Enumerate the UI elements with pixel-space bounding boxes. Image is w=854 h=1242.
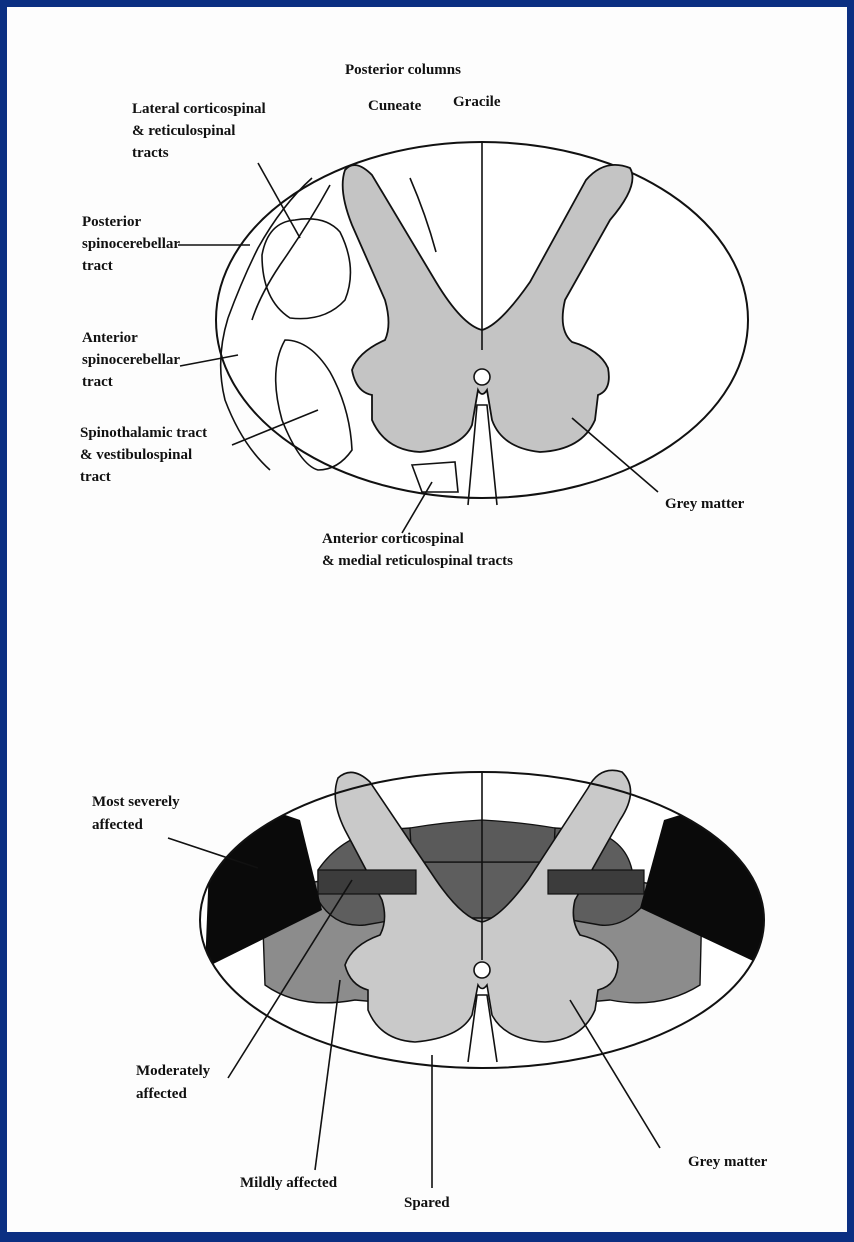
label-anterior-spinocerebellar-1: Anterior [82,330,138,346]
label-moderately-2: affected [136,1086,187,1102]
left-horizontal-bar [318,870,416,894]
label-cuneate: Cuneate [368,98,422,114]
label-gracile: Gracile [453,94,501,110]
bottom-cross-section [168,770,768,1188]
label-grey-matter-bottom: Grey matter [688,1154,768,1170]
label-lateral-corticospinal-3: tracts [132,145,169,161]
label-most-severely-2: affected [92,817,143,833]
bottom-central-canal [474,962,490,978]
label-anterior-corticospinal-2: & medial reticulospinal tracts [322,553,513,569]
top-cross-section [178,142,748,533]
label-mildly: Mildly affected [240,1175,338,1191]
label-moderately-1: Moderately [136,1063,211,1079]
label-grey-matter-top: Grey matter [665,496,745,512]
label-posterior-spinocerebellar-3: tract [82,258,113,274]
label-posterior-spinocerebellar-1: Posterior [82,214,141,230]
label-spinothalamic-3: tract [80,469,111,485]
label-anterior-spinocerebellar-2: spinocerebellar [82,352,180,368]
label-spared: Spared [404,1195,450,1211]
label-anterior-corticospinal-1: Anterior corticospinal [322,531,464,547]
label-lateral-corticospinal-1: Lateral corticospinal [132,101,266,117]
top-central-canal [474,369,490,385]
label-posterior-spinocerebellar-2: spinocerebellar [82,236,180,252]
label-most-severely-1: Most severely [92,794,180,810]
label-posterior-columns: Posterior columns [345,62,461,78]
right-horizontal-bar [548,870,644,894]
label-lateral-corticospinal-2: & reticulospinal [132,123,235,139]
label-spinothalamic-1: Spinothalamic tract [80,425,207,441]
label-spinothalamic-2: & vestibulospinal [80,447,192,463]
label-anterior-spinocerebellar-3: tract [82,374,113,390]
